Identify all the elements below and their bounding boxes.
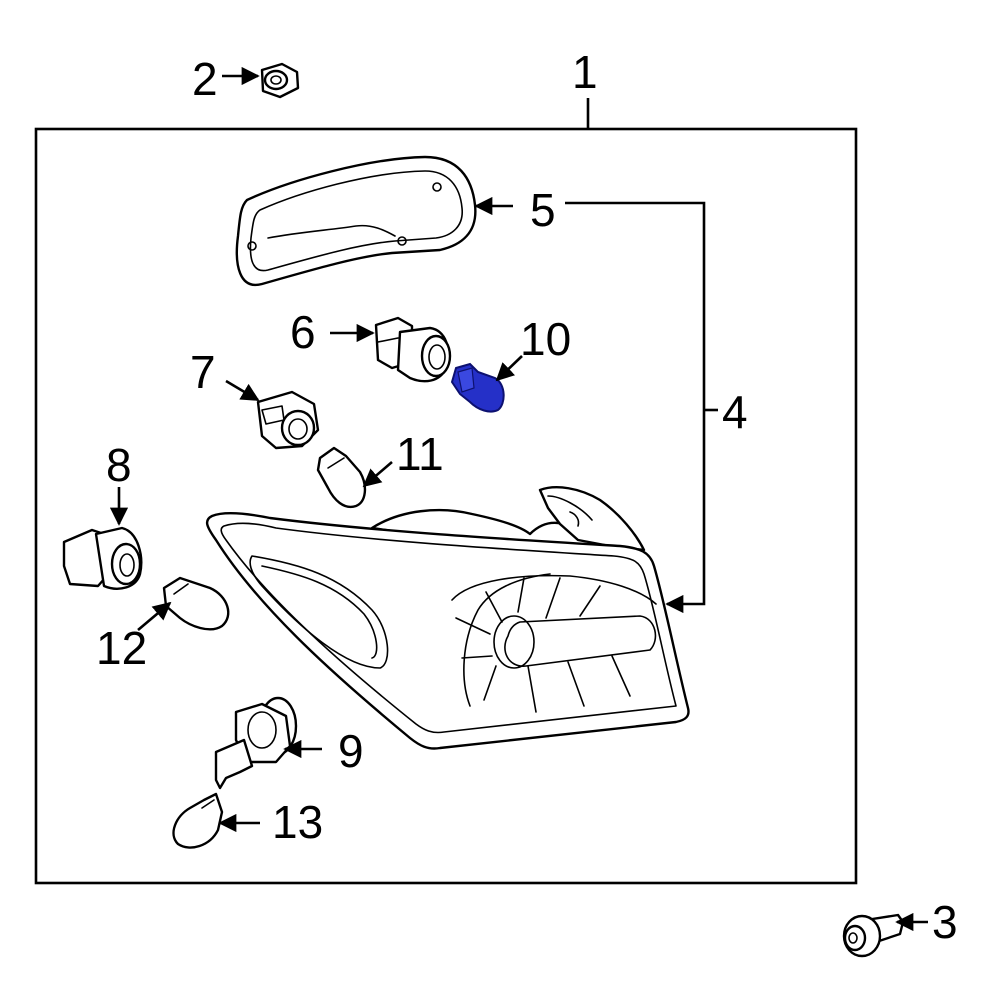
part-7-socket[interactable] [256,390,320,450]
leader-11 [362,461,393,488]
part-5-gasket[interactable] [235,155,477,287]
callout-10: 10 [520,313,571,365]
callout-2: 2 [192,53,218,105]
part-2-nut[interactable] [260,62,300,99]
part-11-bulb[interactable] [316,446,367,509]
callout-7: 7 [190,346,216,398]
callout-3: 3 [932,896,958,948]
part-12-bulb[interactable] [162,576,230,631]
callout-1: 1 [572,46,598,98]
callout-13: 13 [272,796,323,848]
callout-8: 8 [106,439,132,491]
leader-12 [137,601,172,631]
part-6-socket[interactable] [374,316,452,383]
callout-6: 6 [290,306,316,358]
callout-11: 11 [396,428,444,480]
callout-12: 12 [96,622,147,674]
leader-7 [225,379,260,402]
part-13-bulb[interactable] [172,792,224,849]
callout-5: 5 [530,184,556,236]
part-10-bulb-highlighted[interactable] [450,362,505,413]
part-3-clip[interactable] [842,913,905,958]
part-8-socket[interactable] [62,526,143,590]
leader-4-bracket [565,201,706,614]
assembly-frame [34,127,858,885]
callout-9: 9 [338,725,364,777]
part-4-tail-lamp[interactable] [205,486,690,750]
part-9-socket[interactable] [214,696,298,790]
leader-10 [495,355,523,382]
callout-4: 4 [722,386,748,438]
